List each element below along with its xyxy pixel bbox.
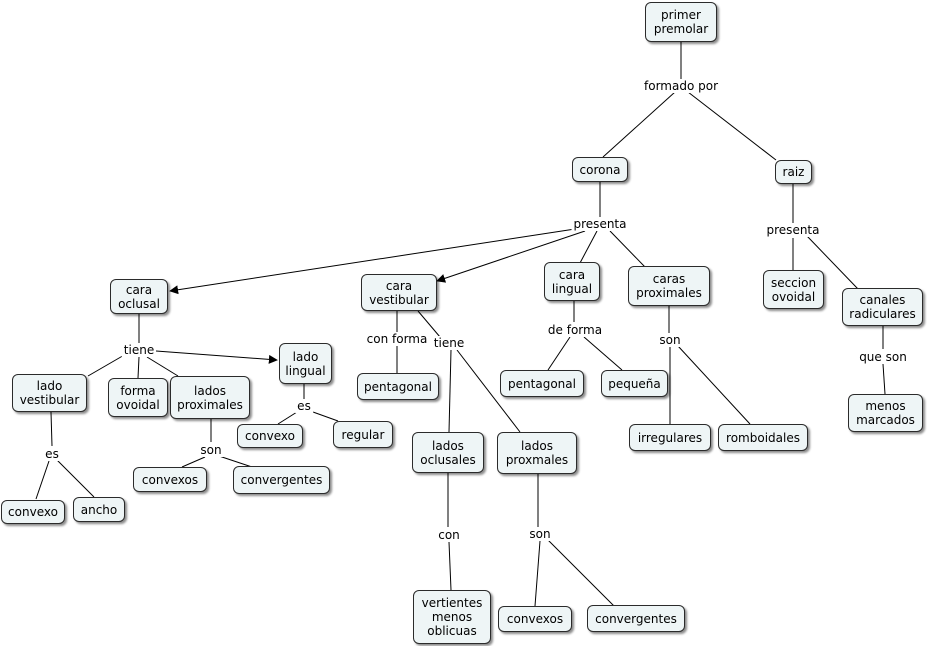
concept-convexos[interactable]: convexos [498,606,572,632]
concept-seccion-ovoidal[interactable]: seccion ovoidal [763,270,824,309]
link-de-forma: de forma [545,323,605,337]
link-que-son: que son [857,350,909,364]
concept-cara-lingual[interactable]: cara lingual [544,262,600,301]
concept-cara-vestibular[interactable]: cara vestibular [361,274,437,311]
link-presenta: presenta [571,217,629,231]
edge [146,356,179,377]
link-son: son [198,443,224,457]
edge [806,235,859,290]
concept-raiz[interactable]: raiz [775,160,812,184]
concept-ancho[interactable]: ancho [73,497,125,522]
link-formado-por: formado por [642,79,720,93]
concept-irregulares[interactable]: irregulares [629,424,711,451]
concept-caras-proximales[interactable]: caras proximales [628,266,710,306]
edge [35,460,50,500]
concept-pentagonal[interactable]: pentagonal [500,370,584,397]
concept-convexo[interactable]: convexo [237,424,303,448]
concept-convexo[interactable]: convexo [1,500,65,524]
link-es: es [295,399,313,413]
concept-lados-oclusales[interactable]: lados oclusales [412,432,484,473]
edge [137,356,140,379]
edge [50,411,53,447]
edge [56,459,95,498]
edge [547,336,571,371]
link-con: con [436,528,462,542]
edge [456,349,521,433]
edge [677,345,751,425]
edge [181,456,206,468]
concept-convexos[interactable]: convexos [133,467,207,492]
link-tiene: tiene [431,336,467,350]
edge [547,539,615,607]
concept-forma-ovoidal[interactable]: forma ovoidal [108,378,168,417]
edge [448,349,452,433]
concept-lados-proximales[interactable]: lados proximales [170,376,250,419]
concept-corona[interactable]: corona [572,157,628,182]
edge [417,310,441,338]
link-son: son [657,333,683,347]
concept-vertientes-menos-oblicuas[interactable]: vertientes menos oblicuas [413,590,491,644]
concept-lado-vestibular[interactable]: lado vestibular [12,374,87,412]
edge [609,230,646,268]
concept-menos-marcados[interactable]: menos marcados [848,394,923,432]
edge [277,411,298,425]
edge [583,336,623,371]
concept-canales-radiculares[interactable]: canales radiculares [842,288,923,326]
edge [602,91,676,158]
edge [218,455,253,468]
concept-regular[interactable]: regular [333,421,393,448]
edge [155,350,278,364]
edge [169,228,576,295]
concept-convergentes[interactable]: convergentes [233,466,330,494]
edge [882,363,886,395]
concept-pequena[interactable]: pequeña [601,370,668,397]
link-tiene: tiene [121,343,157,357]
concept-primer-premolar[interactable]: primer premolar [645,2,717,42]
concept-lados-proxmales[interactable]: lados proxmales [497,432,577,474]
edge [436,230,586,283]
concept-cara-oclusal[interactable]: cara oclusal [110,279,168,314]
concept-pentagonal[interactable]: pentagonal [357,373,439,400]
link-son: son [527,527,553,541]
edge [687,91,777,161]
concept-romboidales[interactable]: romboidales [718,424,808,451]
edge [579,230,598,264]
concept-lado-lingual[interactable]: lado lingual [279,343,332,384]
edge [87,353,127,377]
link-con-forma: con forma [364,332,430,346]
link-es: es [43,447,61,461]
link-presenta: presenta [764,223,822,237]
edge [534,540,541,607]
concept-convergentes[interactable]: convergentes [587,605,685,632]
edge [448,541,452,591]
edge [312,411,339,422]
